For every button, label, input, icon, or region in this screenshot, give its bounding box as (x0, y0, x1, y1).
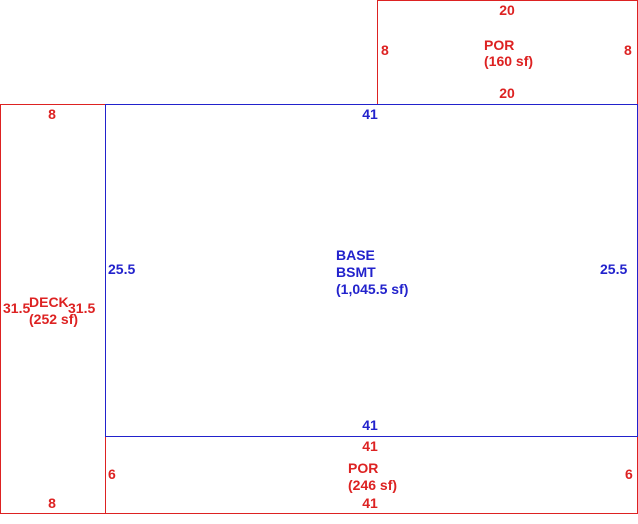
basement-area: (1,045.5 sf) (336, 281, 409, 297)
porch-bottom-dim-top: 41 (362, 438, 378, 454)
deck-dim-left: 31.5 (3, 300, 31, 316)
porch-bottom-dim-bottom: 41 (362, 495, 378, 511)
porch-top-name: POR (484, 37, 515, 53)
porch-bottom-name: POR (348, 460, 379, 476)
porch-bottom-dim-left: 6 (108, 466, 116, 482)
basement-dim-bottom: 41 (362, 417, 378, 433)
deck-dim-right: 31.5 (68, 300, 96, 316)
porch-bottom-dim-right: 6 (625, 466, 633, 482)
deck-name: DECK (29, 294, 69, 310)
deck-area: (252 sf) (29, 311, 79, 327)
basement-dim-right: 25.5 (600, 261, 628, 277)
porch-top-dim-bottom: 20 (499, 85, 515, 101)
deck-dim-bottom: 8 (48, 495, 56, 511)
basement-name-2: BSMT (336, 264, 376, 280)
porch-top-dim-right: 8 (624, 42, 632, 58)
basement-name: BASE (336, 247, 375, 263)
deck-dim-top: 8 (48, 106, 56, 122)
porch-top-dim-top: 20 (499, 2, 515, 18)
basement-dim-top: 41 (362, 106, 378, 122)
porch-top-area: (160 sf) (484, 53, 534, 69)
porch-bottom-area: (246 sf) (348, 477, 398, 493)
basement-dim-left: 25.5 (108, 261, 136, 277)
porch-top-dim-left: 8 (381, 42, 389, 58)
